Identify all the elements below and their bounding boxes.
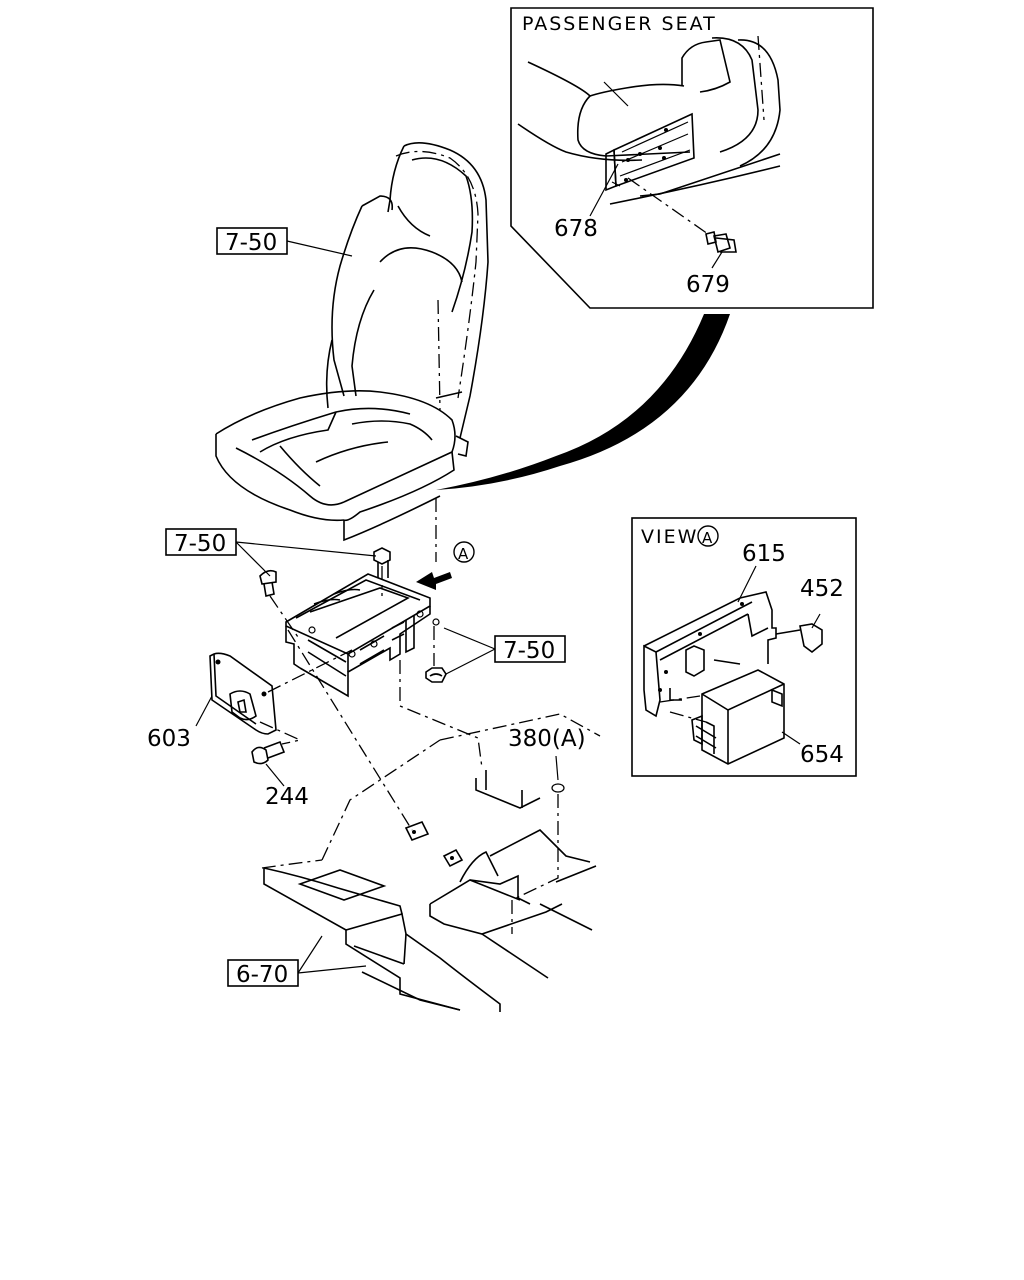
seat-ref-7-50: 7-50 [216, 227, 353, 257]
cover-603: 603 [147, 649, 353, 752]
bolt-244: 244 [251, 740, 309, 810]
inset-pointer-arrow [436, 314, 730, 490]
view-a-title: VIEW [641, 526, 698, 548]
passenger-seat-title: PASSENGER SEAT [522, 13, 717, 35]
bracket-bolts-ref-7-50: 7-50 [165, 528, 377, 577]
floor-panel [261, 713, 601, 1012]
view-a-mark: A [458, 545, 469, 563]
part-label-244: 244 [265, 784, 309, 810]
part-label-603: 603 [147, 726, 191, 752]
part-label-654: 654 [800, 742, 844, 768]
view-a-title-mark: A [702, 529, 713, 547]
bracket-bolts-ref-label: 7-50 [174, 531, 226, 557]
nuts-ref-7-50: 7-50 [443, 627, 566, 675]
part-label-452: 452 [800, 576, 844, 602]
seat-ref-label: 7-50 [225, 230, 277, 256]
view-a-inset: VIEW A 615 452 654 [631, 517, 857, 777]
part-label-615: 615 [742, 541, 786, 567]
floor-ref-label: 6-70 [236, 962, 288, 988]
part-label-679: 679 [686, 272, 730, 298]
view-a-arrow: A [416, 541, 475, 590]
seat-illustration [215, 142, 489, 542]
seat-bracket [285, 573, 440, 698]
part-label-380a: 380(A) [508, 726, 586, 752]
plug-380a: 380(A) [508, 726, 586, 934]
floor-ref-6-70: 6-70 [227, 935, 367, 988]
part-label-678: 678 [554, 216, 598, 242]
passenger-seat-inset: PASSENGER SEAT 678 679 [510, 7, 874, 309]
nuts-ref-label: 7-50 [503, 638, 555, 664]
